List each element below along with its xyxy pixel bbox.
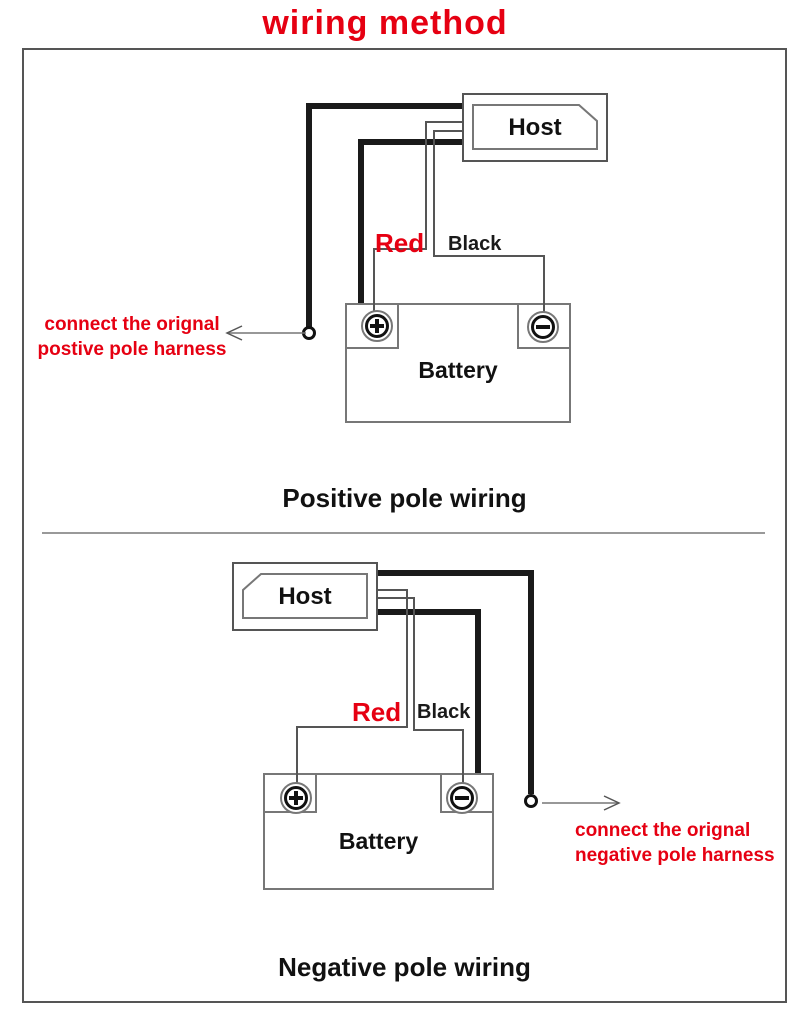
black-wire-segment [413, 597, 415, 730]
red-wire-segment [373, 248, 427, 250]
negative-harness-wire-horizontal [375, 570, 534, 576]
black-wire-segment [433, 130, 464, 132]
positive-terminal-icon [280, 782, 312, 814]
black-wire-segment [462, 729, 464, 784]
right-arrow-icon [542, 795, 621, 811]
negative-caption: Negative pole wiring [278, 952, 531, 982]
section-divider [42, 532, 765, 534]
negative-thick-wire-horizontal [375, 609, 481, 615]
negative-terminal-icon [446, 782, 478, 814]
red-wire-segment [375, 589, 408, 591]
battery-positive-tab [345, 303, 399, 349]
host-inner-panel [242, 573, 368, 619]
black-wire-segment [433, 130, 435, 257]
black-wire-segment [413, 729, 464, 731]
note-line: postive pole harness [37, 339, 227, 360]
red-wire-label: Red [352, 697, 402, 727]
black-wire-segment [543, 255, 545, 313]
positive-thick-wire-vertical [358, 139, 364, 321]
note-line: negative pole harness [575, 845, 775, 866]
black-wire-segment [375, 597, 415, 599]
positive-terminal-icon [361, 310, 393, 342]
negative-terminal-icon [527, 311, 559, 343]
left-arrow-icon [225, 325, 306, 341]
red-wire-segment [425, 121, 427, 250]
note-line: connect the orignal [575, 820, 751, 841]
positive-harness-wire-horizontal [306, 103, 464, 109]
harness-wire-end [524, 794, 538, 808]
black-wire-segment [433, 255, 545, 257]
negative-thick-wire-vertical [475, 609, 481, 795]
red-wire-segment [296, 726, 408, 728]
positive-thick-wire-horizontal [358, 139, 464, 145]
negative-harness-wire-vertical [528, 570, 534, 794]
positive-harness-note: connect the orignal postive pole harness [28, 312, 236, 362]
host-label: Host [278, 583, 332, 610]
red-wire-segment [296, 726, 298, 784]
battery-label: Battery [338, 828, 419, 854]
red-wire-segment [406, 589, 408, 728]
positive-harness-wire-vertical [306, 103, 312, 327]
host-label: Host [508, 114, 562, 141]
negative-harness-note: connect the orignal negative pole harnes… [575, 818, 790, 868]
battery-negative-tab [517, 303, 571, 349]
positive-caption: Positive pole wiring [282, 483, 527, 513]
red-wire-segment [425, 121, 464, 123]
host-inner-panel [472, 104, 598, 150]
note-line: connect the orignal [44, 314, 220, 335]
black-wire-label: Black [417, 701, 471, 723]
battery-label: Battery [418, 357, 498, 383]
red-wire-segment [373, 248, 375, 312]
black-wire-label: Black [448, 233, 502, 255]
red-wire-label: Red [375, 228, 425, 258]
page-title: wiring method [262, 4, 508, 42]
